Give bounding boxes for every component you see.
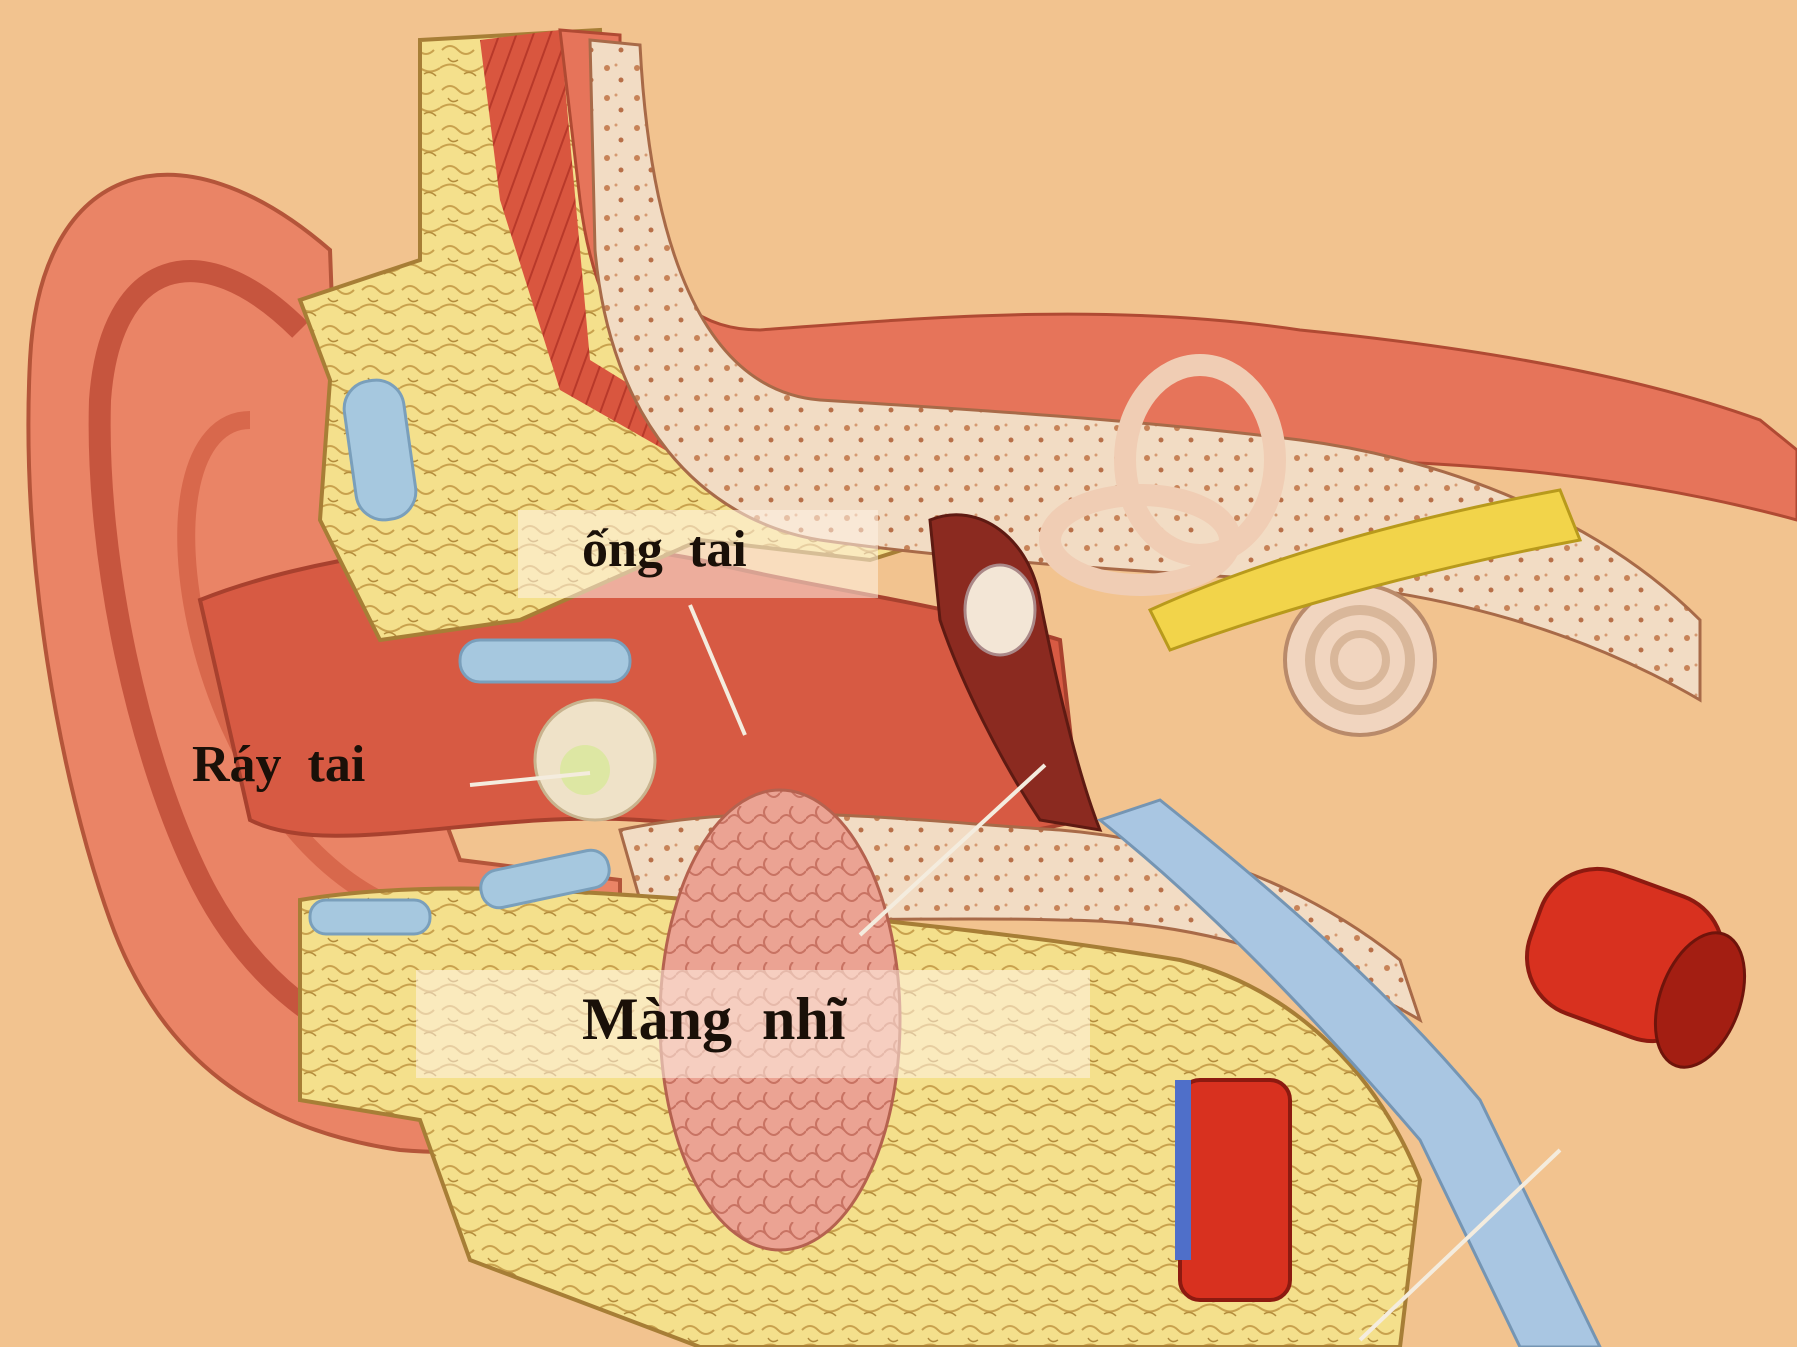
eardrum-label: Màng nhĩ	[582, 985, 845, 1054]
earwax-ball	[535, 700, 655, 820]
cochlea	[1285, 585, 1435, 735]
jugular-vein	[1175, 1080, 1290, 1300]
ossicles	[965, 565, 1035, 655]
earwax-label: Ráy tai	[192, 735, 365, 794]
ear-canal-label: ống tai	[582, 520, 747, 579]
vessel-mid	[460, 640, 630, 682]
vessel-left	[310, 900, 430, 934]
